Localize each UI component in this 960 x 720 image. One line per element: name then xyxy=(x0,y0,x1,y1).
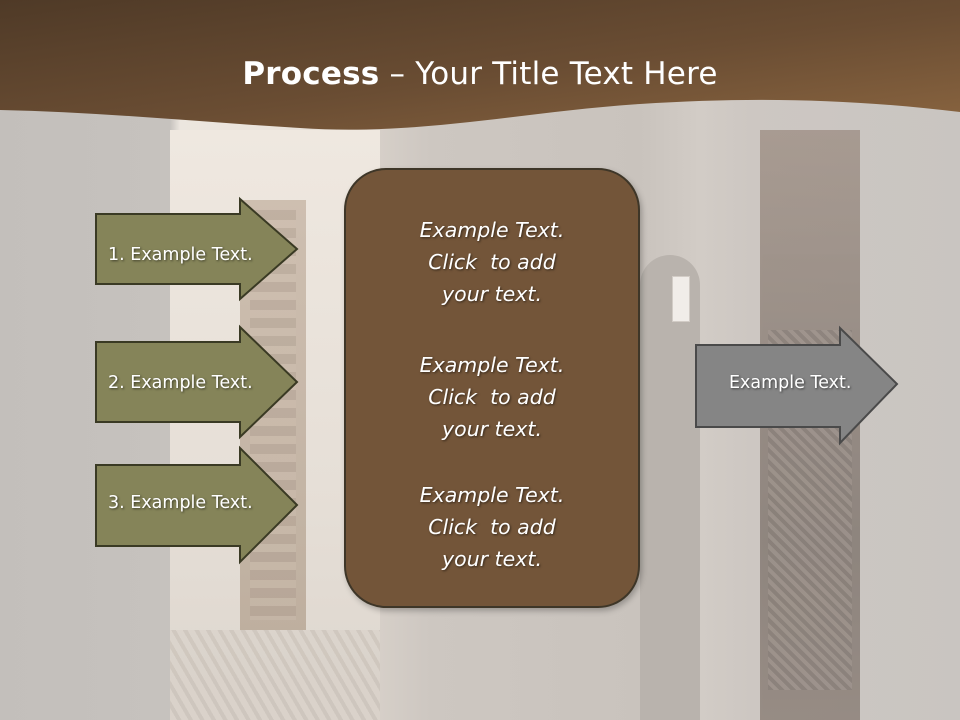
header-band: Process – Your Title Text Here xyxy=(0,0,960,140)
input-arrow-3[interactable]: 3. Example Text. xyxy=(95,445,300,565)
panel-line: your text. xyxy=(442,547,542,571)
panel-text-block-3[interactable]: Example Text. Click to add your text. xyxy=(346,479,638,575)
arrow-shape xyxy=(695,325,899,446)
input-arrow-label: 1. Example Text. xyxy=(108,245,253,265)
title-bold: Process xyxy=(242,56,380,92)
input-arrow-2[interactable]: 2. Example Text. xyxy=(95,324,300,440)
panel-line: your text. xyxy=(442,417,542,441)
panel-line: Example Text. xyxy=(419,218,565,242)
panel-line: your text. xyxy=(442,282,542,306)
panel-line: Example Text. xyxy=(419,353,565,377)
output-arrow[interactable]: Example Text. xyxy=(695,325,900,446)
panel-line: Click to add xyxy=(428,250,556,274)
arrow-shape xyxy=(95,196,299,302)
header-wave-shape xyxy=(0,0,960,130)
panel-line: Click to add xyxy=(428,385,556,409)
input-arrow-label: 2. Example Text. xyxy=(108,373,253,393)
background-archway xyxy=(640,255,700,720)
input-arrow-label: 3. Example Text. xyxy=(108,493,253,513)
panel-text-block-1[interactable]: Example Text. Click to add your text. xyxy=(346,214,638,310)
title-rest: – Your Title Text Here xyxy=(379,56,718,92)
arrow-shape xyxy=(95,445,299,565)
input-arrow-1[interactable]: 1. Example Text. xyxy=(95,196,300,302)
panel-line: Click to add xyxy=(428,515,556,539)
arrow-shape xyxy=(95,324,299,440)
slide-title[interactable]: Process – Your Title Text Here xyxy=(0,56,960,92)
panel-text-block-2[interactable]: Example Text. Click to add your text. xyxy=(346,349,638,445)
panel-line: Example Text. xyxy=(419,483,565,507)
background-floor xyxy=(170,630,380,720)
output-arrow-label: Example Text. xyxy=(729,373,852,393)
process-panel[interactable]: Example Text. Click to add your text. Ex… xyxy=(344,168,640,608)
background-light-switch xyxy=(672,276,690,322)
